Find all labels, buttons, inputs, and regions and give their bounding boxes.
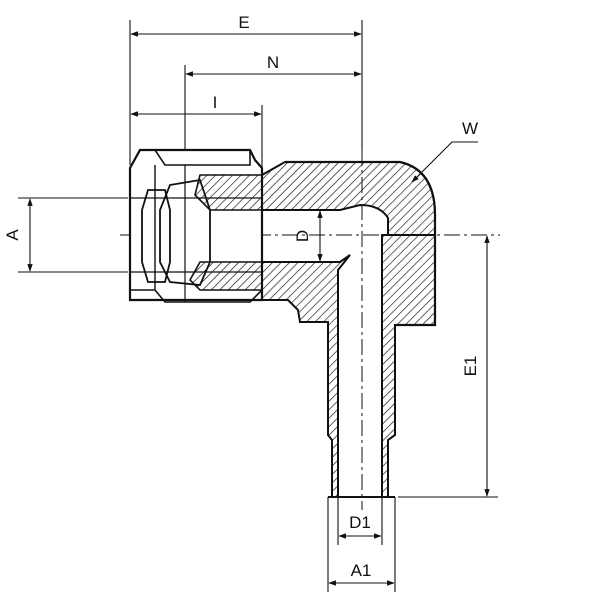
fitting-body [261,160,437,498]
front-ferrule [159,178,211,286]
label-d: D [293,230,312,242]
label-d1: D1 [349,513,371,532]
nut-hex-top [140,149,251,166]
elbow-outer-outline [285,160,437,327]
back-ferrule [141,189,171,283]
nut-hex-bottom [130,289,263,303]
nut-assembly [128,148,264,303]
label-a1: A1 [351,561,372,580]
label-i: I [213,93,218,112]
label-a: A [3,229,22,241]
leader-w [411,141,478,183]
body-lower-wall [261,254,351,498]
label-e1: E1 [461,356,480,377]
label-n: N [267,53,279,72]
nut-thread-lower [189,261,263,291]
body-right-wall [381,234,436,498]
body-upper-wall [261,161,436,236]
label-e: E [238,13,249,32]
dimension-labels: E N I W A D E1 D1 A1 [3,13,480,580]
nut-thread-upper [194,174,263,211]
label-w: W [462,119,478,138]
dimensions [18,20,498,592]
